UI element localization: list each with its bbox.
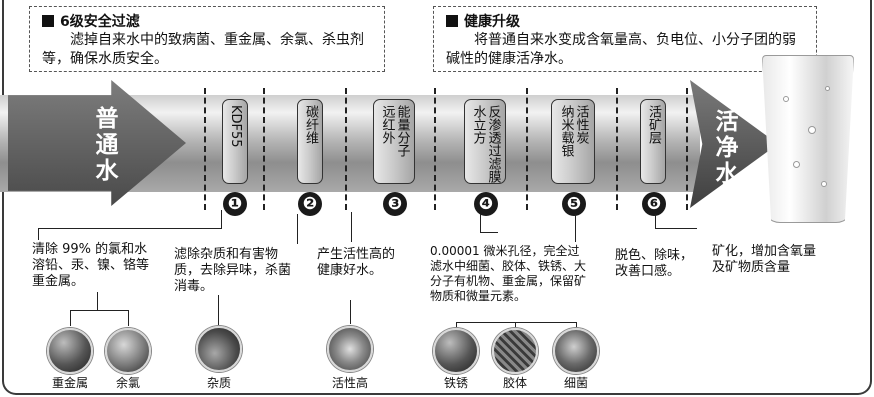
connector-line: [515, 322, 516, 328]
connector-line: [221, 210, 222, 228]
connector-line: [576, 322, 577, 328]
stage-number: ❸: [383, 192, 407, 216]
module-far-infrared: 能量分子 远红外: [373, 99, 415, 184]
module-carbon-fiber: 碳纤维: [297, 99, 323, 184]
bubble: [821, 181, 827, 187]
end-label: 活净水: [715, 109, 739, 187]
health-info-box: 健康升级 将普通自来水变成含氧量高、负电位、小分子团的弱碱性的健康活净水。: [433, 6, 817, 72]
module-label: 纳米载银: [558, 105, 574, 157]
connector-line: [70, 310, 71, 326]
illustration-label: 活性高: [331, 376, 368, 390]
connector-line: [70, 310, 128, 311]
stage-number: ❻: [642, 192, 666, 216]
illustration-label: 铁锈: [443, 376, 468, 390]
stage-5-description: 脱色、除味，改善口感。: [615, 248, 694, 279]
stage-divider: [345, 88, 347, 210]
stage-4-description: 0.00001 微米孔径，完全过滤水中细菌、胶体、铁锈、大分子有机物、重金属，保…: [430, 244, 587, 303]
stage-2-description: 滤除杂质和有害物质，去除异味，杀菌消毒。: [174, 247, 292, 294]
stage-number: ❹: [474, 192, 498, 216]
bubble: [808, 126, 816, 134]
connector-line: [456, 322, 576, 323]
stage-divider: [526, 88, 528, 210]
connector-line: [297, 214, 298, 244]
stage-divider: [686, 88, 688, 210]
module-label: 能量分子: [394, 105, 410, 157]
illustration-label: 余氯: [115, 376, 140, 390]
water-glass-icon: [762, 55, 854, 223]
square-bullet-icon: [446, 15, 458, 27]
connector-line: [480, 214, 481, 232]
stage-3-description: 产生活性高的健康好水。: [317, 247, 396, 278]
illustration-label: 细菌: [563, 376, 588, 390]
stage-divider: [263, 88, 265, 210]
module-activated-carbon: 活性炭 纳米载银: [551, 99, 595, 184]
module-label: 反渗透过滤膜: [485, 105, 501, 183]
module-mineral-layer: 活矿层: [640, 99, 666, 184]
bacteria-icon: [553, 328, 599, 374]
heavy-metal-icon: [47, 328, 93, 374]
connector-line: [351, 212, 352, 242]
health-box-text: 将普通自来水变成含氧量高、负电位、小分子团的弱碱性的健康活净水。: [446, 32, 796, 67]
connector-line: [97, 292, 98, 310]
stage-number: ❶: [223, 192, 247, 216]
bubble: [793, 161, 800, 168]
connector-line: [350, 300, 351, 324]
connector-line: [575, 214, 576, 242]
active-high-icon: [327, 326, 373, 372]
filter-box-text: 滤掉自来水中的致病菌、重金属、余氯、杀虫剂等，确保水质安全。: [42, 32, 364, 67]
health-box-title: 健康升级: [464, 14, 520, 30]
bubble: [825, 86, 830, 91]
illustration-label: 胶体: [502, 376, 527, 390]
module-kdf55: KDF55: [222, 99, 248, 184]
module-label: 水立方: [470, 105, 486, 144]
filter-box-title: 6级安全过滤: [60, 14, 140, 30]
stage-divider: [204, 88, 206, 210]
stage-number: ❷: [298, 192, 322, 216]
rust-icon: [433, 328, 479, 374]
module-label: 远红外: [379, 105, 395, 144]
residual-chlorine-icon: [105, 328, 151, 374]
start-label: 普通水: [95, 106, 119, 184]
stage-1-description: 清除 99% 的氯和水溶铅、汞、镍、铬等重金属。: [32, 242, 150, 289]
stage-divider: [616, 88, 618, 210]
module-label: 活矿层: [646, 105, 661, 144]
impurities-icon: [196, 326, 242, 372]
connector-line: [38, 228, 39, 240]
module-label: KDF55: [228, 105, 243, 148]
connector-line: [38, 228, 222, 229]
connector-line: [456, 322, 457, 328]
connector-line: [480, 232, 498, 233]
illustration-label: 重金属: [51, 376, 88, 390]
connector-line: [218, 295, 219, 325]
connector-line: [655, 228, 697, 229]
bubble: [783, 96, 789, 102]
stage-6-description: 矿化，增加含氧量及矿物质含量: [712, 244, 817, 275]
module-reverse-osmosis: 反渗透过滤膜 水立方: [464, 99, 506, 184]
illustration-label: 杂质: [206, 376, 231, 390]
stage-divider: [434, 88, 436, 210]
module-label: 活性炭: [573, 105, 589, 144]
module-label: 碳纤维: [303, 105, 318, 144]
connector-line: [655, 214, 656, 228]
colloid-icon: [492, 328, 538, 374]
square-bullet-icon: [42, 15, 54, 27]
connector-line: [128, 310, 129, 326]
filter-info-box: 6级安全过滤 滤掉自来水中的致病菌、重金属、余氯、杀虫剂等，确保水质安全。: [29, 6, 385, 72]
stage-number: ❺: [562, 192, 586, 216]
